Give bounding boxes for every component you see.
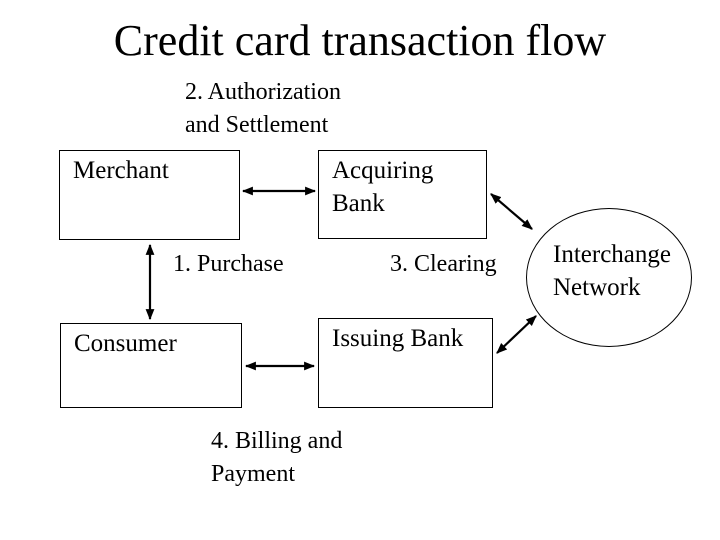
node-interchange-network: Interchange Network	[526, 208, 692, 347]
node-merchant: Merchant	[59, 150, 240, 240]
node-issuing-bank: Issuing Bank	[318, 318, 493, 408]
label-billing-and-payment: 4. Billing and Payment	[211, 428, 343, 487]
label-authorization-and-settlement: 2. Authorization and Settlement	[185, 79, 341, 138]
connector-issuing-bank-interchange-network	[496, 315, 537, 354]
connector-acquiring-bank-interchange-network	[490, 193, 533, 230]
node-consumer: Consumer	[60, 323, 242, 408]
slide-title: Credit card transaction flow	[113, 16, 607, 65]
label-clearing: 3. Clearing	[390, 251, 497, 277]
node-acquiring-bank: Acquiring Bank	[318, 150, 487, 239]
label-purchase: 1. Purchase	[173, 251, 284, 277]
